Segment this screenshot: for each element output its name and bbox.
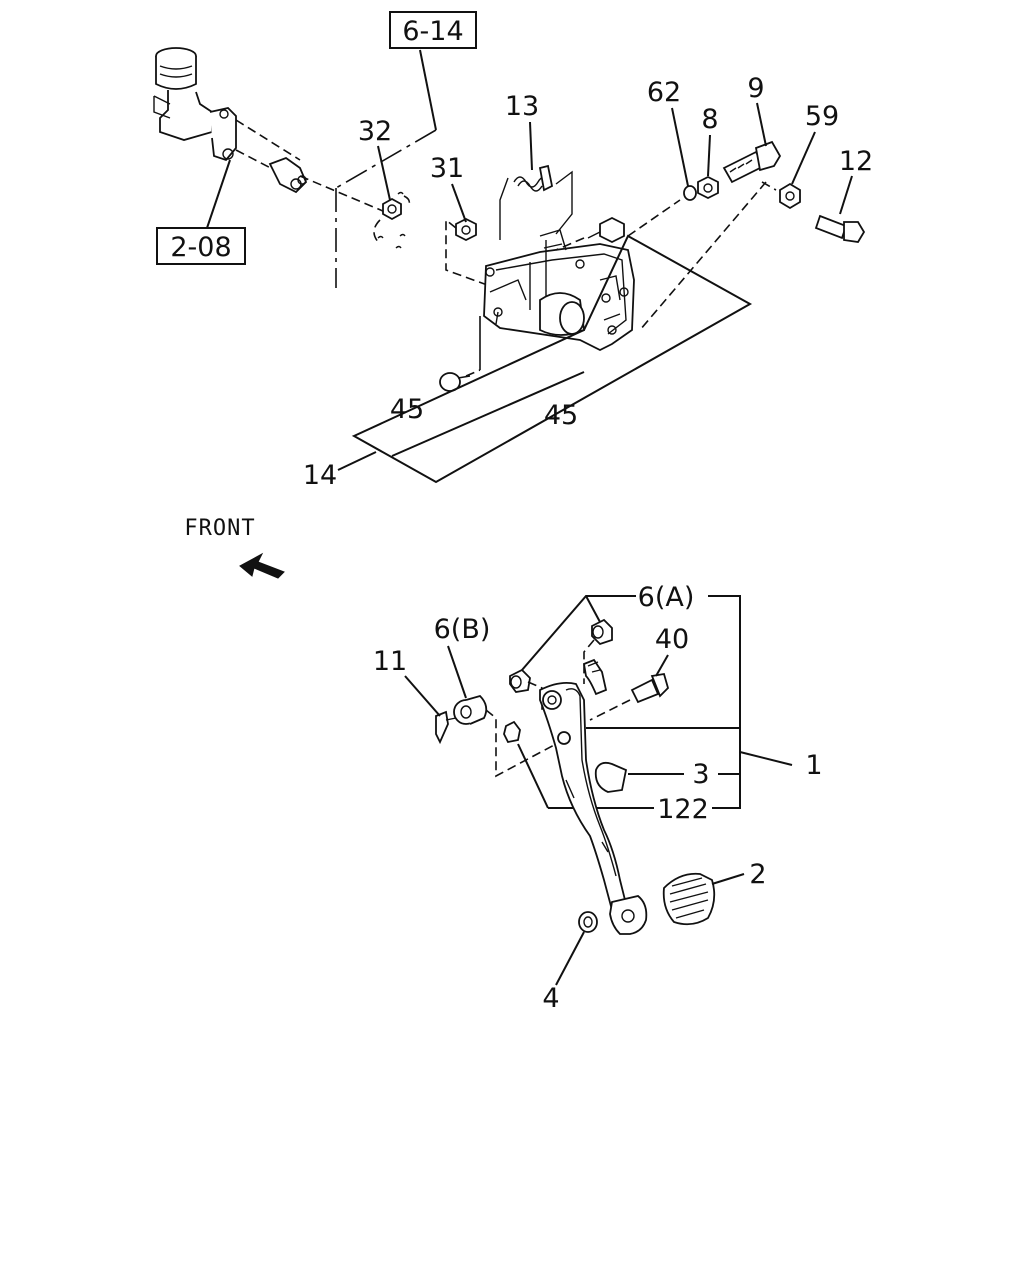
leader-1 [739,751,793,766]
dash-31 [445,218,491,287]
group-bracket-right [708,595,741,809]
part-6b-label: 6(B) [434,614,491,645]
part-6b-bushing [453,694,488,725]
reference-6-14-label: 6-14 [402,16,463,47]
dash-6a-upper [583,639,595,684]
part-45-label-b: 45 [544,400,578,431]
part-6a-bushing-lower [509,668,531,693]
part-9-label: 9 [747,73,764,104]
leader-12 [839,175,853,215]
part-8-label: 8 [701,104,718,135]
part-12-bolt [814,214,866,243]
leader-6a-left [521,595,636,671]
part-3-label: 3 [692,759,709,790]
leader-6a-right [585,595,601,623]
leader-62 [671,107,689,187]
part-13-label: 13 [505,91,539,122]
leader-6-14 [419,49,437,131]
bracket-bolt-stud [587,216,625,244]
part-13-return-spring [499,164,573,240]
reference-2-08-label: 2-08 [170,232,231,263]
part-6a-label: 6(A) [638,582,695,613]
part-11-label: 11 [373,646,407,677]
dash-long-right [639,181,767,331]
part-2-pedal-pad [662,872,716,926]
dash-45 [465,369,481,377]
part-1-label: 1 [805,750,822,781]
part-45-nut [439,372,471,392]
part-1-clutch-pedal-arm [539,658,648,935]
part-62-washer [683,185,697,201]
leader-40 [655,654,669,677]
front-direction-label: FRONT [184,516,255,541]
leader-9 [756,102,767,147]
leader-45-lower [391,371,585,457]
clutch-master-cylinder [153,47,391,215]
leader-2-08 [206,159,231,229]
part-2-label: 2 [749,859,766,890]
dash-stud [555,237,585,251]
reference-box-2-08[interactable]: 2-08 [156,227,246,265]
part-14-pedal-bracket [483,229,635,352]
part-45-label-a: 45 [390,394,424,425]
part-14-label: 14 [303,460,337,491]
part-4-stopper-cushion [578,911,598,933]
leader-13 [529,121,533,171]
dash-6b [485,709,557,778]
part-40-pin [630,672,670,704]
part-59-label: 59 [805,101,839,132]
part-62-label: 62 [647,77,681,108]
leader-4 [555,931,585,986]
leader-32 [377,145,391,201]
part-4-label: 4 [542,983,559,1014]
leader-14 [337,451,377,471]
dash-6-14-a [335,129,437,189]
part-12-label: 12 [839,146,873,177]
part-40-label: 40 [655,624,689,655]
part-32-nut [373,191,411,249]
part-32-label: 32 [358,116,392,147]
leader-59 [791,131,816,185]
part-59-nut [779,182,801,210]
leader-8 [707,134,711,177]
leader-6b [447,645,467,699]
front-arrow-icon [239,552,285,579]
leader-122-bushing [517,743,549,809]
part-122-bushing [503,720,521,744]
part-14-45-outline [351,234,753,484]
part-6a-bushing-upper [591,618,613,646]
part-9-bolt [722,140,782,184]
dash-40 [589,699,631,721]
leader-2 [711,873,745,885]
reference-box-6-14[interactable]: 6-14 [389,11,477,49]
leader-11 [404,675,441,717]
part-122-label: 122 [657,794,709,825]
part-3-stopper [594,761,628,793]
part-31-nut [455,217,477,242]
part-8-nut [697,175,719,200]
part-31-label: 31 [430,153,464,184]
dash-to-62 [627,199,681,237]
leader-31 [451,183,467,223]
part-11-clip [435,710,457,745]
